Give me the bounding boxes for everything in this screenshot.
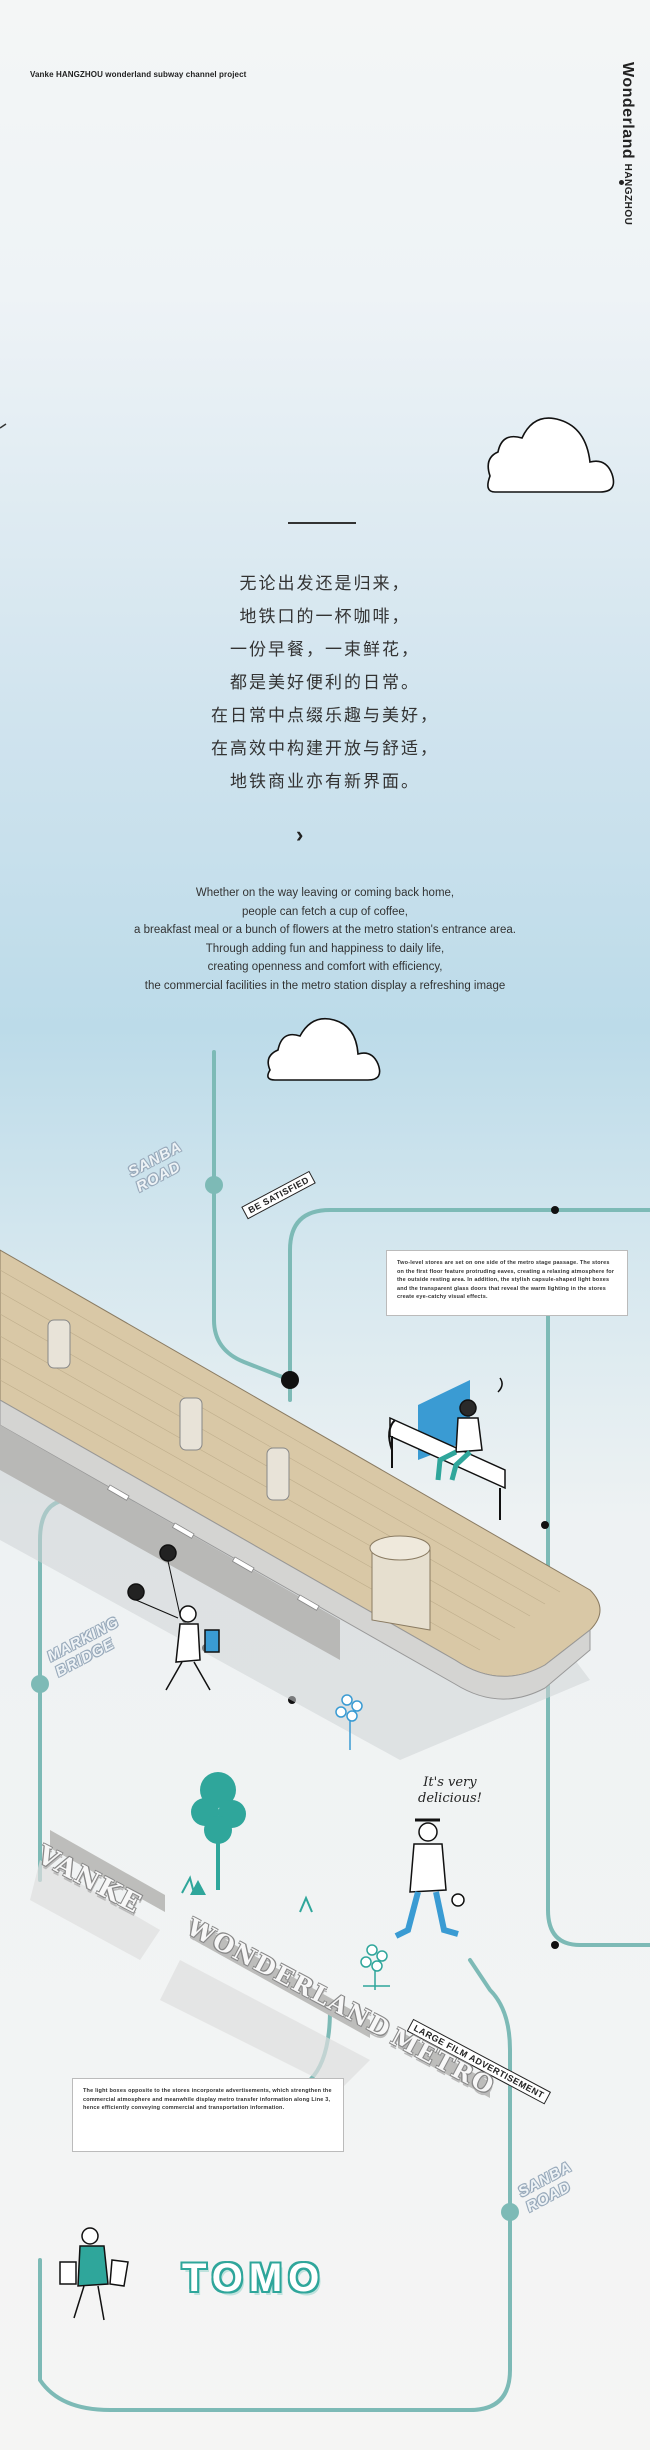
blue-flower [335, 1694, 363, 1750]
intro-en-line: Whether on the way leaving or coming bac… [195, 887, 455, 899]
cloud-middle [267, 1017, 381, 1081]
person-with-balloons [127, 1544, 220, 1691]
intro-cn-line: 无论出发还是归来， [239, 574, 411, 594]
person-with-bags [59, 2227, 129, 2321]
intro-chinese: 无论出发还是归来， 地铁口的一杯咖啡， 一份早餐，一束鲜花， 都是美好便利的日常… [0, 568, 650, 799]
intro-en-line: the commercial facilities in the metro s… [144, 979, 506, 992]
intro-cn-line: 在日常中点缀乐趣与美好， [211, 706, 439, 726]
tomo-logo: TOMO [182, 2256, 326, 2300]
intro-english: Whether on the way leaving or coming bac… [0, 884, 650, 995]
cloud-top [487, 417, 615, 493]
green-flower [360, 1944, 390, 1990]
intro-cn-line: 地铁口的一杯咖啡， [239, 607, 411, 627]
intro-cn-line: 都是美好便利的日常。 [230, 673, 420, 693]
intro-cn-line: 一份早餐，一束鲜花， [230, 640, 420, 660]
speech-bubble: It's very delicious! [418, 1775, 482, 1806]
info-box-stores: Two-level stores are set on one side of … [386, 1250, 628, 1316]
person-eating [394, 1818, 465, 1939]
seated-person [435, 1377, 503, 1481]
brand-logo: Wonderland HANGZHOU [618, 62, 636, 225]
intro-cn-line: 地铁商业亦有新界面。 [230, 772, 420, 792]
brand-city: HANGZHOU [622, 163, 633, 226]
divider [288, 522, 356, 524]
info-box-lightboxes: The light boxes opposite to the stores i… [72, 2078, 344, 2152]
brand-dot [619, 180, 624, 185]
intro-en-line: people can fetch a cup of coffee, [241, 905, 409, 918]
intro-en-line: a breakfast meal or a bunch of flowers a… [134, 924, 516, 936]
intro-en-line: creating openness and comfort with effic… [207, 961, 443, 973]
tree [190, 1772, 246, 1895]
brand-word: Wonderland [619, 62, 636, 160]
chevron-right-icon[interactable]: › [296, 822, 304, 847]
intro-cn-line: 在高效中构建开放与舒适， [211, 739, 439, 759]
bench [388, 1380, 506, 1520]
project-title: Vanke HANGZHOU wonderland subway channel… [30, 70, 247, 79]
intro-en-line: Through adding fun and happiness to dail… [205, 942, 445, 955]
